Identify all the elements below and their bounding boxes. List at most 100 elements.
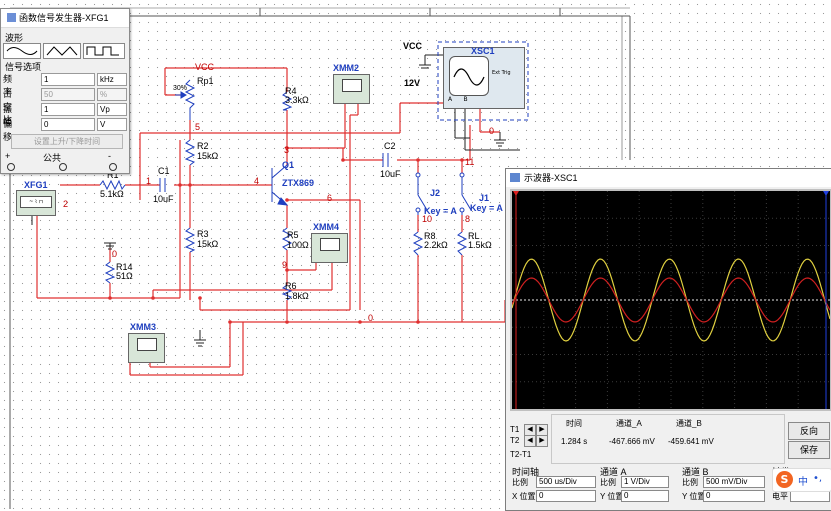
xmm4-instrument-icon[interactable] — [311, 233, 348, 263]
r6-value: 1.8kΩ — [285, 291, 309, 301]
osc-title-bar: 示波器-XSC1 — [506, 169, 831, 187]
t2t1-label: T2-T1 — [510, 450, 532, 459]
save-button[interactable]: 保存 — [788, 441, 830, 459]
channel-b-scale-input[interactable]: 500 mV/Div — [703, 476, 765, 488]
net-label: 10 — [422, 214, 433, 224]
r2-value: 15kΩ — [197, 151, 219, 161]
r8-value: 2.2kΩ — [424, 240, 448, 250]
channel-a-ypos-input[interactable]: 0 — [621, 490, 669, 502]
c2-label: C2 — [384, 141, 396, 151]
net-label: 4 — [254, 176, 260, 186]
net-label: 8 — [465, 214, 471, 224]
net-label: 11 — [465, 157, 475, 167]
function-generator-dialog[interactable]: 函数信号发生器-XFG1 波形 信号选项 频率 1 kHz 占空比 50 % 振… — [0, 8, 130, 174]
app-icon — [7, 13, 16, 22]
v12-label: 12V — [404, 78, 421, 88]
cursor-t2-handle — [823, 191, 829, 196]
r2-label: R2 — [197, 141, 209, 151]
frequency-input[interactable]: 1 — [41, 73, 95, 86]
r5-label: R5 — [287, 230, 299, 240]
channel-a-scale-label: 比例 — [600, 478, 616, 487]
frequency-unit[interactable]: kHz — [97, 73, 127, 86]
channel-b-scale-label: 比例 — [682, 478, 698, 487]
xmm4-label: XMM4 — [313, 222, 340, 232]
time-value: 1.284 s — [561, 437, 588, 446]
xmm3-instrument-icon[interactable] — [128, 333, 165, 363]
net-label: 2 — [63, 199, 69, 209]
ime-lang-indicator[interactable]: 中 — [798, 477, 808, 488]
timebase-label: 时间轴 — [512, 467, 540, 477]
t2-right-arrow-icon[interactable]: ▶ — [536, 435, 548, 447]
net-label: 9 — [282, 260, 288, 270]
xsc1-instrument-icon[interactable]: Ext Trig A B — [443, 47, 525, 109]
xmm3-label: XMM3 — [130, 322, 157, 332]
sine-wave-button[interactable] — [3, 43, 41, 59]
duty-cycle-unit[interactable]: % — [97, 88, 127, 101]
ime-toolbar[interactable]: S 中 •, — [772, 468, 831, 492]
vcc-top-label: VCC — [195, 62, 215, 72]
q1-label: Q1 — [282, 160, 295, 170]
r8-label: R8 — [424, 231, 436, 241]
r14-label: R14 — [116, 262, 133, 272]
scope-screen[interactable] — [510, 189, 831, 411]
xsc1-label: XSC1 — [471, 46, 495, 56]
offset-label: 偏移 — [3, 119, 13, 142]
xfg1-instrument-icon[interactable]: ~ ⌇ ⊓ — [16, 190, 56, 216]
oscilloscope-window[interactable]: 示波器-XSC1 时间 通道_A 通道_B T1 ◀ ▶ T2 ◀ ▶ T2-T… — [505, 168, 831, 511]
t2-left-arrow-icon[interactable]: ◀ — [524, 435, 536, 447]
r1-label: R1 — [107, 170, 119, 180]
square-wave-button[interactable] — [83, 43, 125, 59]
r4-label: R4 — [285, 86, 297, 96]
col-cha-header: 通道_A — [616, 419, 642, 428]
reverse-button[interactable]: 反向 — [788, 422, 830, 440]
net-label: 6 — [327, 193, 333, 203]
channel-a-scale-input[interactable]: 1 V/Div — [621, 476, 669, 488]
common-terminal-icon[interactable] — [59, 163, 67, 171]
offset-input[interactable]: 0 — [41, 118, 95, 131]
col-time-header: 时间 — [566, 419, 582, 428]
amplitude-unit[interactable]: Vp — [97, 103, 127, 116]
minus-terminal-icon[interactable] — [109, 163, 117, 171]
r3-value: 15kΩ — [197, 239, 219, 249]
duty-cycle-label: 占空比 — [3, 89, 13, 125]
rp1-label: Rp1 — [197, 76, 214, 86]
set-rise-fall-button[interactable]: 设置上升/下降时间 — [11, 134, 123, 149]
t2-label: T2 — [510, 436, 520, 445]
amplitude-input[interactable]: 1 — [41, 103, 95, 116]
r6-label: R6 — [285, 281, 297, 291]
scope-waveform-display — [511, 191, 831, 409]
plus-terminal-icon[interactable] — [7, 163, 15, 171]
offset-unit[interactable]: V — [97, 118, 127, 131]
rp1-pct-label: 30% — [173, 85, 188, 92]
q1-model: ZTX869 — [282, 178, 315, 188]
channel-a-trace — [511, 258, 831, 342]
chb-value: -459.641 mV — [668, 437, 714, 446]
xmm2-instrument-icon[interactable] — [333, 74, 370, 104]
plus-terminal-label: + — [5, 151, 11, 161]
j1-key: Key = A — [470, 203, 503, 213]
triangle-wave-button[interactable] — [43, 43, 81, 59]
channel-b-label: 通道 B — [682, 467, 709, 477]
ime-punct-icon[interactable]: •, — [813, 473, 823, 484]
net-label: 3 — [284, 145, 290, 155]
r1-value: 5.1kΩ — [100, 189, 124, 199]
net-label: 1 — [146, 176, 152, 186]
c1-value: 10uF — [153, 194, 174, 204]
trigger-level-label: 电平 — [772, 492, 788, 501]
osc-title: 示波器-XSC1 — [524, 173, 578, 183]
timebase-scale-input[interactable]: 500 us/Div — [536, 476, 596, 488]
signal-options-label: 信号选项 — [5, 62, 42, 72]
duty-cycle-input[interactable]: 50 — [41, 88, 95, 101]
channel-b-ypos-input[interactable]: 0 — [703, 490, 765, 502]
net-label: 0 — [489, 126, 495, 136]
c1-label: C1 — [158, 166, 170, 176]
c2-value: 10uF — [380, 169, 401, 179]
timebase-xpos-label: X 位置 — [512, 492, 536, 501]
channel-a-ypos-label: Y 位置 — [600, 492, 624, 501]
scope-screen-icon — [449, 56, 489, 96]
channel-a-label: 通道 A — [600, 467, 627, 477]
vcc-right-label: VCC — [403, 41, 423, 51]
timebase-xpos-input[interactable]: 0 — [536, 490, 596, 502]
r5-value: 100Ω — [287, 240, 309, 250]
channel-b-ypos-label: Y 位置 — [682, 492, 706, 501]
